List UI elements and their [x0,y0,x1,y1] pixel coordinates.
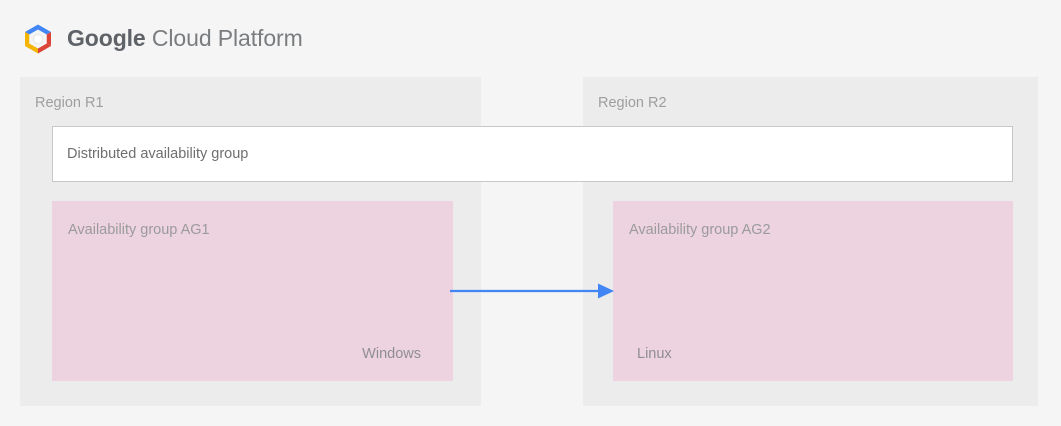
availability-group-title-ag2: Availability group AG2 [629,222,771,238]
replication-arrow-right-icon [450,283,614,299]
distributed-availability-group-label: Distributed availability group [67,146,249,162]
region-label-r1: Region R1 [35,95,104,111]
os-label-windows: Windows [362,346,421,362]
os-label-linux: Linux [637,346,672,362]
availability-group-box-ag2: Availability group AG2 Linux [613,201,1013,381]
google-cloud-platform-hexagon-icon [25,24,51,53]
brand-wordmark-google: Google [67,25,146,51]
availability-group-title-ag1: Availability group AG1 [68,222,210,238]
brand-header: Google Cloud Platform [0,0,1061,77]
region-label-r2: Region R2 [598,95,667,111]
brand-wordmark-cloud-platform: Cloud Platform [145,25,303,51]
brand-wordmark: Google Cloud Platform [67,27,303,50]
availability-group-box-ag1: Availability group AG1 Windows [52,201,453,381]
distributed-availability-group-box: Distributed availability group [52,126,1013,182]
